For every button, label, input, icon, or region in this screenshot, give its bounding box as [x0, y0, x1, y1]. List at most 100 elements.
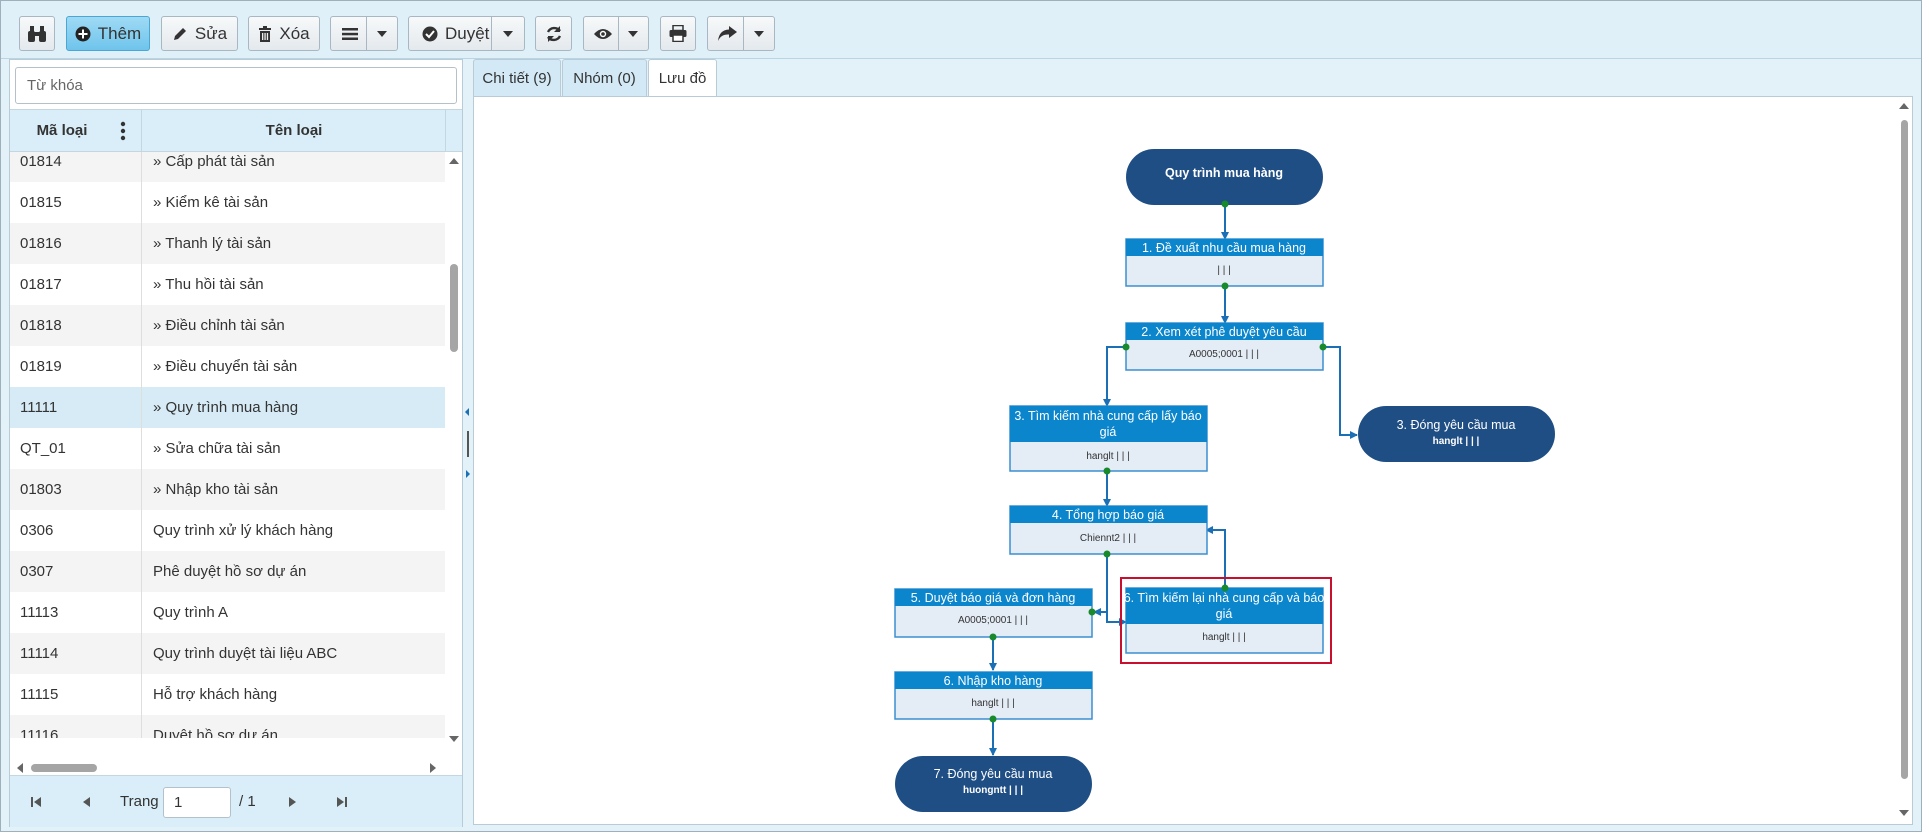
scroll-thumb[interactable] — [450, 264, 458, 352]
find-button[interactable] — [19, 16, 55, 51]
approve-button[interactable]: Duyệt — [408, 16, 525, 51]
menu-button[interactable] — [330, 16, 398, 51]
collapse-left-icon[interactable] — [465, 408, 469, 416]
keyword-search-input[interactable] — [15, 67, 457, 104]
tab-groups[interactable]: Nhóm (0) — [562, 59, 647, 96]
binoculars-icon — [27, 25, 47, 43]
view-button[interactable] — [583, 16, 649, 51]
chevron-down-icon[interactable] — [627, 30, 639, 38]
eye-icon — [593, 27, 613, 41]
row-divider — [141, 305, 142, 346]
table-row[interactable]: 01814» Cấp phát tài sản — [10, 152, 445, 182]
flow-node-6b[interactable]: 6. Tìm kiếm lại nhà cung cấp và báo giá … — [1120, 577, 1332, 664]
table-row[interactable]: 11111» Quy trình mua hàng — [10, 387, 445, 428]
row-code: 0306 — [20, 522, 54, 539]
column-header-code[interactable]: Mã loại — [36, 122, 88, 139]
node-3-sub: hanglt | | | — [1086, 451, 1129, 462]
node-6a-title: 6. Nhập kho hàng — [944, 674, 1043, 688]
next-page-icon[interactable] — [285, 794, 301, 810]
tab-details[interactable]: Chi tiết (9) — [473, 59, 561, 96]
table-row[interactable]: 01803» Nhập kho tài sản — [10, 469, 445, 510]
add-button[interactable]: Thêm — [66, 16, 150, 51]
pencil-icon — [172, 26, 188, 42]
tab-flowchart[interactable]: Lưu đồ — [648, 59, 717, 97]
table-row[interactable]: 01819» Điều chuyển tài sản — [10, 346, 445, 387]
scroll-down-arrow-icon[interactable] — [1899, 810, 1909, 816]
chevron-down-icon[interactable] — [376, 30, 388, 38]
page-total: / 1 — [239, 793, 256, 810]
view-split-divider — [618, 16, 619, 51]
table-row[interactable]: 01818» Điều chỉnh tài sản — [10, 305, 445, 346]
splitter-grip[interactable] — [467, 431, 469, 457]
prev-page-icon[interactable] — [78, 794, 94, 810]
print-button[interactable] — [660, 16, 696, 51]
flow-node-6a[interactable]: 6. Nhập kho hàng hanglt | | | — [894, 671, 1093, 720]
hscroll-thumb[interactable] — [31, 764, 97, 772]
flow-node-2[interactable]: 2. Xem xét phê duyệt yêu cầu A0005;0001 … — [1125, 322, 1324, 371]
scroll-down-arrow-icon[interactable] — [449, 736, 459, 742]
flowchart-canvas: Quy trình mua hàng 1. Đề xuất nhu cầu mu… — [473, 96, 1913, 825]
row-divider — [141, 264, 142, 305]
canvas-scroll-thumb[interactable] — [1901, 120, 1908, 779]
column-header-name[interactable]: Tên loại — [265, 122, 323, 139]
row-divider — [141, 182, 142, 223]
canvas-vertical-scrollbar[interactable] — [1899, 103, 1909, 816]
node-7-sub: huongntt | | | — [963, 785, 1023, 796]
node-2-sub: A0005;0001 | | | — [1189, 349, 1259, 360]
table-row[interactable]: 01816» Thanh lý tài sản — [10, 223, 445, 264]
row-code: 11115 — [20, 686, 59, 703]
panel-splitter[interactable] — [463, 59, 473, 827]
refresh-button[interactable] — [535, 16, 572, 51]
table-row[interactable]: QT_01» Sửa chữa tài sản — [10, 428, 445, 469]
chevron-down-icon[interactable] — [502, 30, 514, 38]
row-divider — [141, 469, 142, 510]
flow-ports — [989, 200, 1327, 723]
table-row[interactable]: 01815» Kiểm kê tài sản — [10, 182, 445, 223]
last-page-icon[interactable] — [334, 794, 350, 810]
expand-right-icon[interactable] — [466, 470, 470, 478]
page-number-input[interactable] — [163, 787, 231, 818]
row-code: 11116 — [20, 727, 59, 738]
first-page-icon[interactable] — [28, 794, 44, 810]
horizontal-scrollbar[interactable] — [10, 757, 462, 779]
edge-n2-n3b — [1323, 346, 1358, 439]
flow-node-1[interactable]: 1. Đề xuất nhu cầu mua hàng | | | — [1125, 238, 1324, 287]
scroll-left-arrow-icon[interactable] — [17, 763, 23, 773]
table-row[interactable]: 01817» Thu hồi tài sản — [10, 264, 445, 305]
row-name: » Quy trình mua hàng — [153, 399, 299, 416]
share-button[interactable] — [707, 16, 775, 51]
row-code: QT_01 — [20, 440, 66, 457]
node-4-title: 4. Tổng hợp báo giá — [1052, 508, 1164, 522]
row-code: 01818 — [20, 317, 62, 334]
column-menu-icon[interactable] — [116, 119, 130, 143]
row-divider — [141, 715, 142, 738]
flow-node-3[interactable]: 3. Tìm kiếm nhà cung cấp lấy báo giá han… — [1009, 405, 1208, 472]
pager: Trang / 1 — [10, 775, 462, 827]
row-name: » Điều chuyển tài sản — [153, 358, 298, 375]
edge-n6b-n4 — [1205, 526, 1226, 588]
category-list-panel: Mã loại Tên loại 01814» Cấp phát tài sản… — [9, 59, 463, 827]
edit-button[interactable]: Sửa — [161, 16, 238, 51]
chevron-down-icon[interactable] — [753, 30, 765, 38]
node-2-title: 2. Xem xét phê duyệt yêu cầu — [1141, 325, 1306, 339]
scroll-up-arrow-icon[interactable] — [449, 158, 459, 164]
flow-node-3b[interactable]: 3. Đóng yêu cầu mua hanglt | | | — [1358, 406, 1555, 462]
flow-node-4[interactable]: 4. Tổng hợp báo giá Chiennt2 | | | — [1009, 505, 1208, 555]
scroll-up-arrow-icon[interactable] — [1899, 103, 1909, 109]
scroll-right-arrow-icon[interactable] — [430, 763, 436, 773]
row-name: Quy trình A — [153, 604, 229, 621]
flow-node-start[interactable]: Quy trình mua hàng — [1126, 149, 1323, 205]
vertical-scrollbar[interactable] — [446, 152, 462, 748]
row-name: » Thu hồi tài sản — [153, 276, 264, 293]
node-3-title-line2: giá — [1100, 425, 1117, 439]
flow-node-5[interactable]: 5. Duyệt báo giá và đơn hàng A0005;0001 … — [894, 588, 1093, 638]
flow-node-7[interactable]: 7. Đóng yêu cầu mua huongntt | | | — [895, 756, 1092, 812]
node-1-sub: | | | — [1217, 265, 1230, 276]
delete-button[interactable]: Xóa — [248, 16, 320, 51]
